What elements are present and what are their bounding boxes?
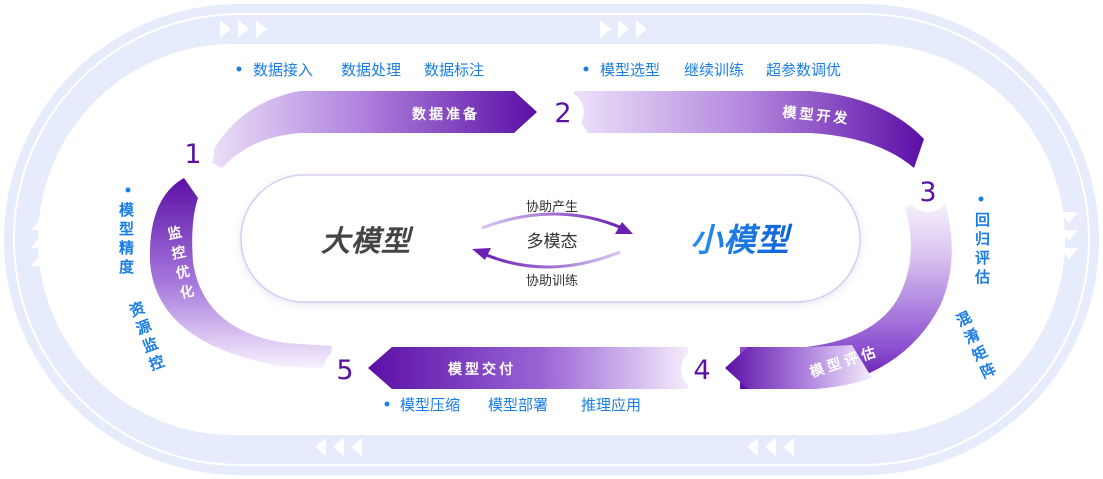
track-chevrons-top-left-icon	[220, 20, 267, 38]
bullet-icon	[125, 187, 131, 193]
stage-5-number: 5	[336, 355, 353, 386]
stage-4-number: 4	[693, 355, 710, 386]
arrowhead-left-icon	[472, 248, 491, 260]
detail-item: 数据标注	[424, 61, 484, 79]
stage-5-badge: 5	[324, 348, 366, 390]
track-chevrons-bottom-right-icon	[747, 438, 794, 456]
track-chevrons-top-right-icon	[600, 20, 647, 38]
assist-generate-caption: 协助产生	[526, 200, 578, 215]
stage-1-badge: 1	[172, 132, 214, 174]
assist-train-caption: 协助训练	[526, 274, 578, 289]
stage-5-band	[368, 347, 688, 389]
stage-2-details: 数据接入 数据处理 数据标注	[236, 61, 484, 79]
stage-2-band	[208, 91, 537, 168]
detail-item: 继续训练	[684, 61, 744, 79]
bullet-icon	[236, 66, 242, 72]
small-model-label: 小模型	[690, 221, 792, 259]
stage-4-band-front	[725, 345, 872, 389]
stage-2-label: 数据准备	[412, 106, 480, 123]
stage-4-band	[740, 188, 952, 389]
arrowhead-right-icon	[615, 222, 633, 234]
stage-3-band	[574, 91, 924, 168]
track-chevrons-right-icon	[1060, 212, 1078, 259]
bullet-icon	[583, 66, 589, 72]
multimodal-label: 多模态	[527, 232, 578, 252]
stage-3-number: 3	[919, 177, 936, 208]
center-panel	[240, 174, 861, 303]
detail-item: 模型部署	[488, 396, 548, 414]
track-chevrons-left-icon	[31, 219, 49, 266]
stage-5-label: 模型交付	[448, 361, 516, 378]
stage-4-badge: 4	[681, 348, 723, 390]
bullet-icon	[384, 401, 390, 407]
stage-1-band	[149, 178, 332, 368]
arrow-to-small-model	[481, 212, 623, 230]
detail-item-vertical: 回归评估	[973, 212, 991, 288]
stage-2-badge: 2	[542, 91, 584, 133]
track-chevrons-bottom-left-icon	[315, 438, 362, 456]
stage-2-number: 2	[554, 98, 571, 129]
detail-item: 数据接入	[253, 61, 313, 79]
detail-item: 模型选型	[600, 61, 660, 79]
detail-item: 推理应用	[581, 396, 641, 414]
large-model-label: 大模型	[321, 224, 414, 258]
detail-item-vertical: 模型精度	[117, 201, 135, 278]
detail-item: 模型压缩	[400, 396, 460, 414]
stage-1-number: 1	[184, 139, 201, 170]
stage-3-badge: 3	[907, 170, 949, 212]
stage-5-details: 模型压缩 模型部署 推理应用	[384, 396, 641, 414]
detail-item: 数据处理	[341, 61, 401, 79]
detail-item: 超参数调优	[766, 61, 841, 79]
stage-3-details: 模型选型 继续训练 超参数调优	[583, 61, 841, 79]
outer-track-inner-line	[13, 13, 1090, 466]
arrow-to-large-model	[483, 250, 621, 269]
bullet-icon	[978, 196, 984, 202]
